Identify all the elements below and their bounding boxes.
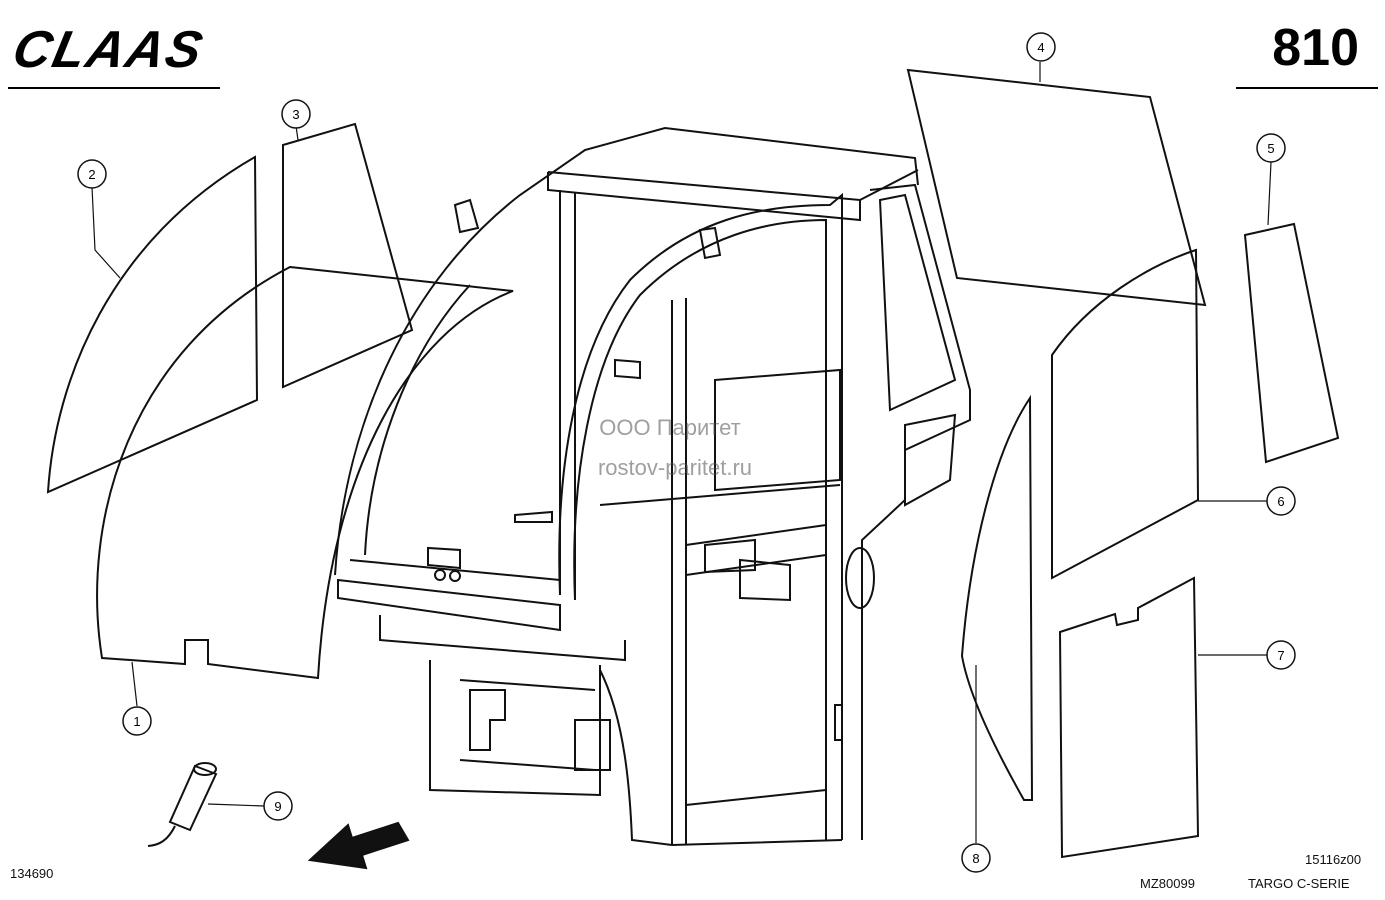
glass-part-5 (1243, 222, 1340, 464)
callout-circle-4 (1026, 32, 1056, 62)
callout-circle-5 (1256, 133, 1286, 163)
watermark-line-2: rostov-paritet.ru (597, 455, 753, 480)
cab-frame (334, 126, 971, 846)
footer-series: TARGO C-SERIE (1248, 876, 1350, 891)
callout-group: 1 2 3 4 5 6 7 8 9 (77, 32, 1296, 873)
callout-label-4: 4 (1037, 40, 1044, 55)
footer-left-code: 134690 (10, 866, 54, 881)
glass-part-4 (906, 68, 1207, 307)
glass-part-3 (282, 122, 414, 389)
glass-part-8 (960, 394, 1034, 801)
footer-drawing-code: MZ80099 (1140, 876, 1195, 891)
watermark-line-1: ООО Паритет (599, 415, 741, 440)
callout-label-3: 3 (292, 107, 299, 122)
callout-circle-7 (1266, 640, 1296, 670)
callout-label-6: 6 (1277, 494, 1284, 509)
footer-ref-code: 15116z00 (1305, 852, 1362, 867)
brand-logo: CLAAS (7, 21, 210, 79)
callout-label-2: 2 (88, 167, 95, 182)
callout-label-5: 5 (1267, 141, 1274, 156)
leader-lines (91, 62, 1272, 843)
callout-circle-1 (122, 706, 152, 736)
glass-part-6 (1051, 248, 1200, 580)
glass-part-7 (1058, 576, 1200, 859)
callout-circle-6 (1266, 486, 1296, 516)
lamp-part-9 (147, 762, 218, 847)
callout-circle-3 (281, 99, 311, 129)
direction-arrow (307, 821, 410, 870)
callout-circle-2 (77, 159, 107, 189)
glass-part-2 (46, 155, 259, 494)
callout-label-1: 1 (133, 714, 140, 729)
glass-part-1 (96, 265, 514, 680)
callout-circle-9 (263, 791, 293, 821)
callout-label-7: 7 (1277, 648, 1284, 663)
callout-circle-8 (961, 843, 991, 873)
callout-label-8: 8 (972, 851, 979, 866)
callout-label-9: 9 (274, 799, 281, 814)
page-number: 810 (1272, 19, 1359, 77)
